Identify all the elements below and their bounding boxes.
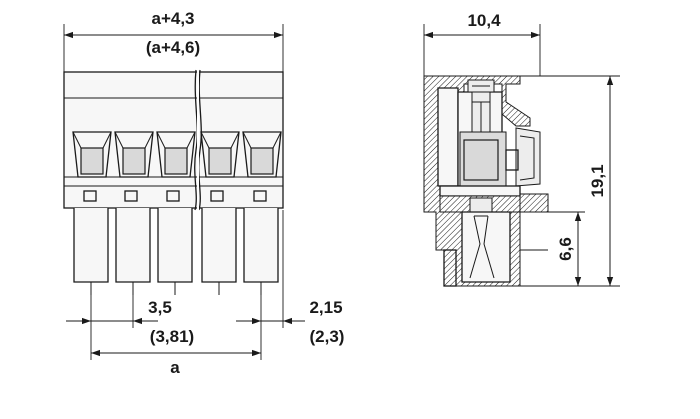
dimension-pin-height: 6,6 — [556, 237, 575, 261]
dimension-pitch: 3,5 — [148, 298, 172, 317]
screw-cavity — [114, 131, 154, 178]
connector-pin — [115, 208, 151, 295]
side-view: 10,4 19,1 6,6 — [423, 11, 620, 287]
connector-pin — [157, 208, 193, 295]
dimension-height: 19,1 — [588, 164, 607, 197]
screw-cavity — [242, 131, 282, 178]
connector-pin — [73, 208, 109, 295]
dimension-overall-width: a+4,3 — [151, 9, 194, 28]
screw-cavity — [200, 131, 240, 178]
connector-housing — [63, 71, 284, 209]
front-view: a+4,3 (a+4,6) 3,5 (3,81) 2,15 (2,3) a — [63, 9, 345, 377]
connector-pin — [201, 208, 237, 295]
screw-cavity — [72, 131, 112, 178]
dimension-span: a — [170, 358, 180, 377]
connector-pin — [243, 208, 279, 295]
dimension-pitch-alt: (3,81) — [150, 327, 194, 346]
contact-spring — [469, 215, 495, 279]
dimension-depth: 10,4 — [467, 11, 501, 30]
dimension-edge-offset: 2,15 — [309, 298, 342, 317]
dimension-overall-width-alt: (a+4,6) — [146, 38, 200, 57]
dimension-edge-offset-alt: (2,3) — [310, 327, 345, 346]
break-line — [194, 69, 198, 211]
screw-cavity — [156, 131, 196, 178]
